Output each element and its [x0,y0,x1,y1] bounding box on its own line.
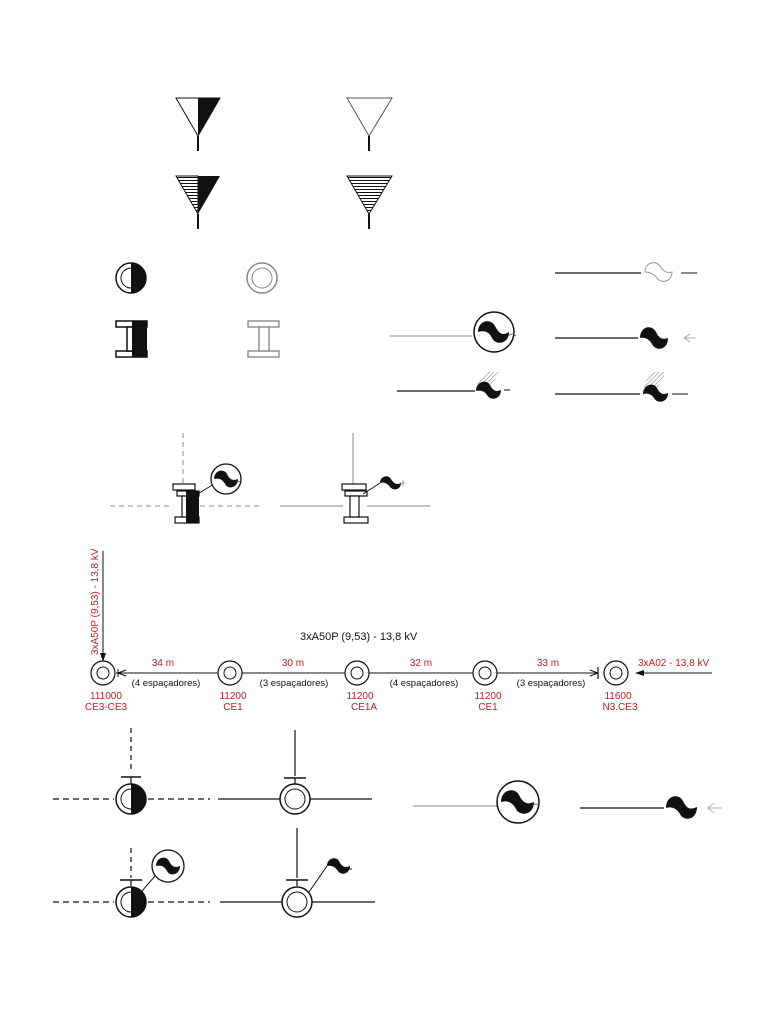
pole-id: 11200 [219,691,247,702]
ibeam-symbol-outline [247,320,280,358]
pole-id: 11600 [604,691,632,702]
triangle-symbol-outline [346,97,393,151]
anchor-symbol-outline [555,262,697,282]
anchor-symbol-hatched-right [555,372,688,402]
ibeam-anchor-combo-filled [110,433,260,524]
span-line [116,667,600,679]
span-length: 33 m [537,658,559,669]
pole-id: 111000 [90,691,122,702]
pole-symbol [344,660,370,686]
pole-type: CE1 [223,702,243,713]
pole-crossarm-anchor-outline [220,828,375,918]
pole-type: CE1A [351,702,377,713]
pole-crossarm-outline [218,730,372,815]
span-spacers: (3 espaçadores) [517,678,586,689]
pole-type: N3.CE3 [602,702,637,713]
pole-id: 11200 [346,691,374,702]
span-length: 32 m [410,658,432,669]
span-spacers: (4 espaçadores) [390,678,459,689]
triangle-symbol-hatched [346,175,393,229]
feeder-diagram: 3xA50P (9,53) - 13,8 kV 3xA50P (9,53) - … [85,548,712,713]
pole-symbol [603,660,629,686]
span-spacers: (3 espaçadores) [260,678,329,689]
left-cable-label: 3xA50P (9,53) - 13,8 kV [90,548,101,655]
triangle-symbol-half-filled [175,97,221,151]
anchor-symbol-circled-large [413,780,541,824]
pole-symbol [90,660,116,686]
right-cable-label: 3xA02 - 13,8 kV [638,658,709,669]
span-length: 30 m [282,658,304,669]
pole-id: 11200 [474,691,502,702]
circle-pole-symbol-half-filled [115,262,147,294]
anchor-symbol-hatched-left [397,372,510,399]
pole-type: CE1 [478,702,498,713]
ibeam-symbol-filled [115,320,148,358]
pole-crossarm-half-filled [53,728,210,815]
ibeam-anchor-combo-outline [280,433,430,524]
anchor-symbol-circled [390,311,517,353]
pole-crossarm-anchor-half-filled [53,848,210,918]
main-cable-label: 3xA50P (9,53) - 13,8 kV [300,631,418,643]
anchor-symbol-filled-large [580,796,722,819]
anchor-symbol-filled [555,327,696,349]
triangle-symbol-hatched-half-filled [175,175,220,229]
pole-symbol [217,660,243,686]
circle-pole-symbol-outline [246,262,278,294]
span-spacers: (4 espaçadores) [132,678,201,689]
pole-symbol [472,660,498,686]
span-length: 34 m [152,658,174,669]
pole-type: CE3-CE3 [85,702,128,713]
